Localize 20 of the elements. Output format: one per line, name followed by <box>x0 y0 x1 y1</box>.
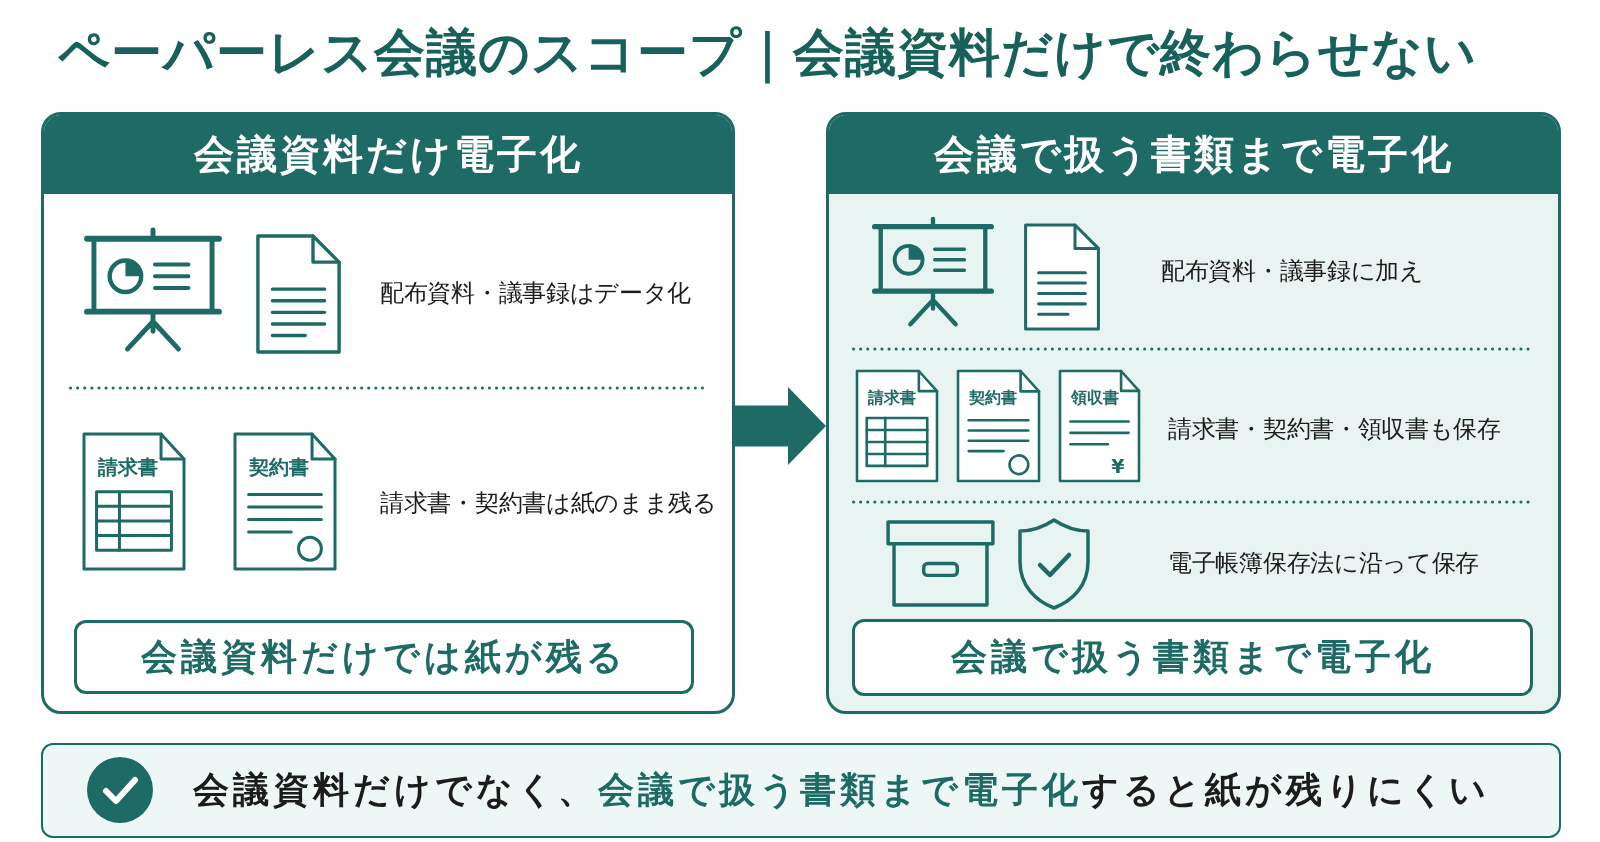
panel <box>826 112 1561 714</box>
document: 契約書 <box>233 432 337 571</box>
row-text: 配布資料・議事録はデータ化 <box>380 278 692 309</box>
document: 契約書 <box>956 369 1041 483</box>
summary-box: 会議で扱う書類まで電子化 <box>852 619 1533 696</box>
banner-text: 会議資料だけでなく、会議で扱う書類まで電子化すると紙が残りにくい <box>193 768 1490 812</box>
document: 請求書 <box>855 369 939 483</box>
row-text: 請求書・契約書は紙のまま残る <box>380 488 717 519</box>
panel-heading: 会議資料だけ電子化 <box>44 115 732 194</box>
banner <box>41 743 1561 838</box>
panel-heading: 会議で扱う書類まで電子化 <box>829 115 1558 194</box>
row-text: 請求書・契約書・領収書も保存 <box>1168 414 1501 445</box>
row-text: 配布資料・議事録に加え <box>1161 256 1424 287</box>
summary-box: 会議資料だけでは紙が残る <box>74 620 694 694</box>
title: ペーパーレス会議のスコープ｜会議資料だけで終わらせない <box>58 22 1477 84</box>
panel <box>41 112 735 714</box>
document: 請求書 <box>82 432 186 571</box>
document: 領収書 ¥ <box>1058 369 1141 483</box>
row-text: 電子帳簿保存法に沿って保存 <box>1168 548 1480 579</box>
arrow <box>735 387 826 465</box>
